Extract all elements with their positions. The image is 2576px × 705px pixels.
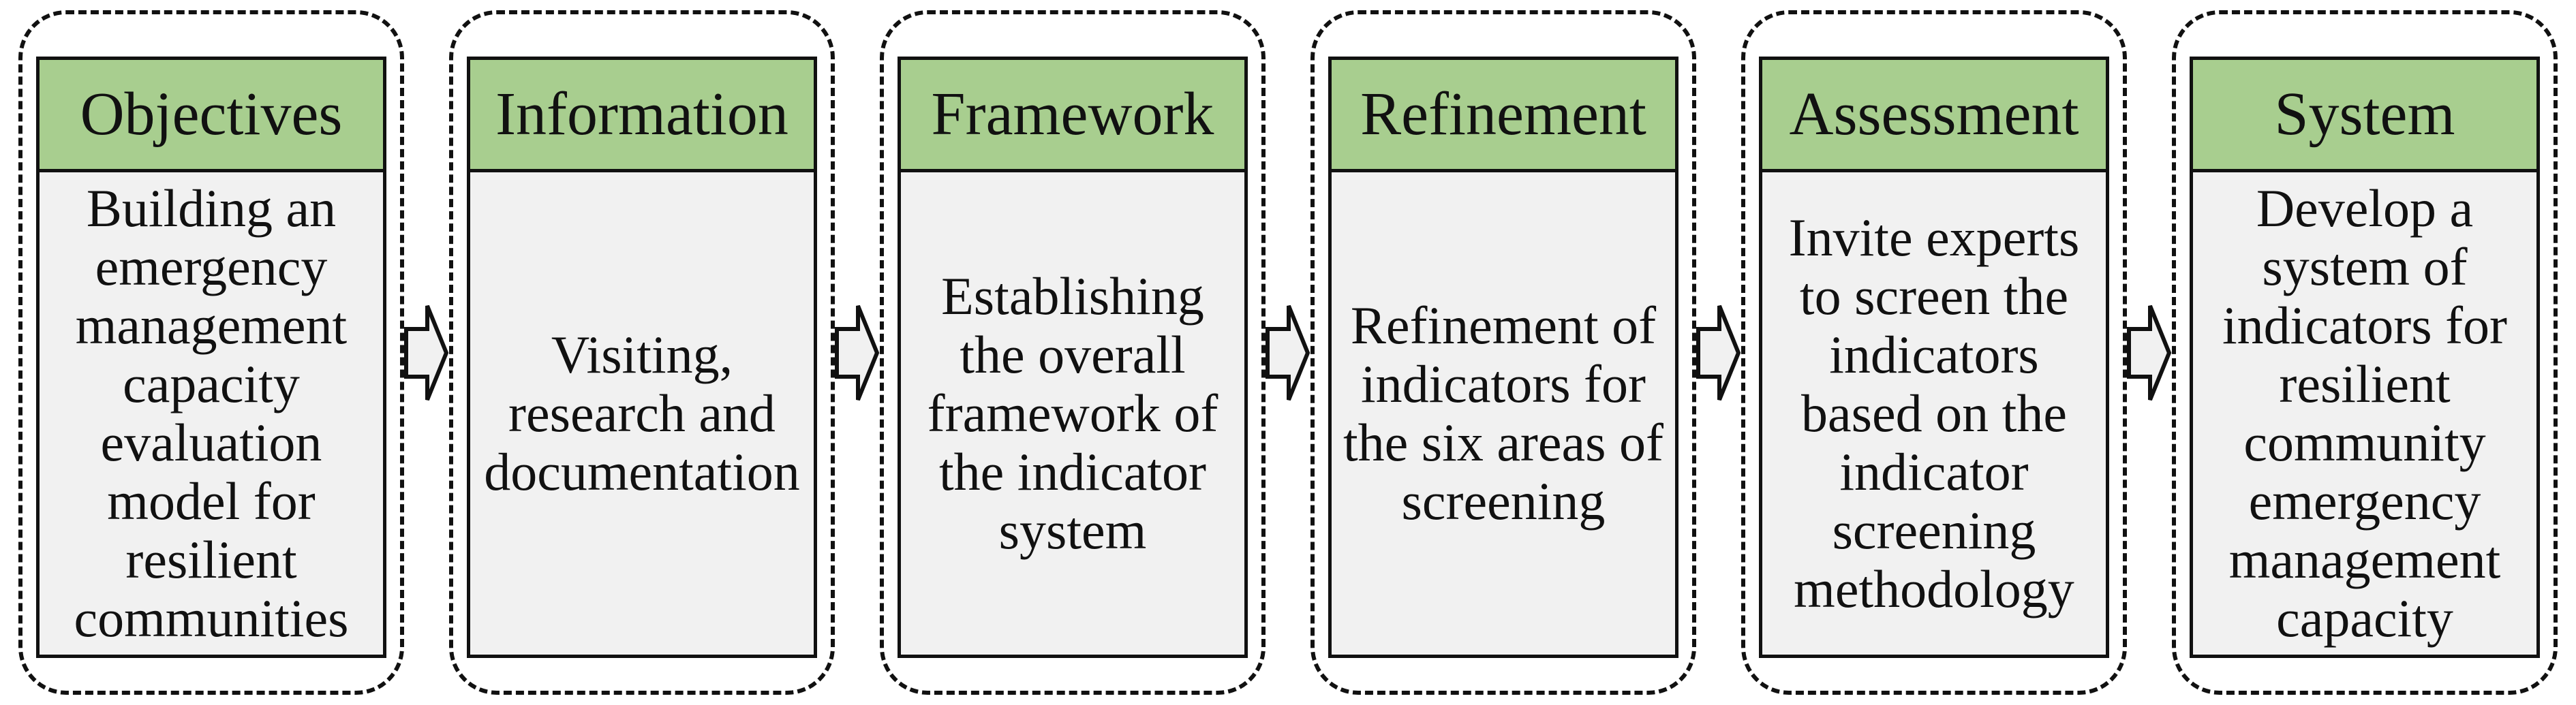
block-arrow-right-icon [835, 304, 880, 401]
stage-body: Establishing the overall framework of th… [901, 172, 1244, 655]
stage-body: Refinement of indicators for the six are… [1332, 172, 1675, 655]
stage-module-objectives: Objectives Building an emergency managem… [18, 10, 404, 695]
block-arrow-right-icon [1266, 304, 1310, 401]
stage-title: Objectives [40, 60, 383, 172]
stage-title: Information [470, 60, 814, 172]
flow-arrow [1696, 302, 1741, 404]
stage-module-information: Information Visiting, research and docum… [449, 10, 835, 695]
block-arrow-right-icon [1696, 304, 1741, 401]
stage-card: System Develop a system of indicators fo… [2190, 57, 2540, 658]
stage-module-system: System Develop a system of indicators fo… [2172, 10, 2558, 695]
stage-module-assessment: Assessment Invite experts to screen the … [1741, 10, 2127, 695]
stage-description: Visiting, research and documentation [484, 325, 800, 501]
stage-card: Refinement Refinement of indicators for … [1328, 57, 1678, 658]
stage-description: Invite experts to screen the indicators … [1788, 208, 2080, 618]
stage-module-refinement: Refinement Refinement of indicators for … [1310, 10, 1696, 695]
stage-description: Establishing the overall framework of th… [927, 266, 1218, 560]
stage-body: Develop a system of indicators for resil… [2193, 172, 2536, 655]
stage-description: Refinement of indicators for the six are… [1343, 296, 1663, 531]
flow-arrow [2127, 302, 2172, 404]
flow-arrow [1266, 302, 1310, 404]
stage-body: Building an emergency management capacit… [40, 172, 383, 655]
stage-title: Assessment [1762, 60, 2106, 172]
stage-card: Objectives Building an emergency managem… [36, 57, 386, 658]
stage-title: Refinement [1332, 60, 1675, 172]
block-arrow-right-icon [2127, 304, 2172, 401]
stage-body: Invite experts to screen the indicators … [1762, 172, 2106, 655]
stage-body: Visiting, research and documentation [470, 172, 814, 655]
flow-arrow [404, 302, 449, 404]
stage-title: Framework [901, 60, 1244, 172]
stage-module-framework: Framework Establishing the overall frame… [880, 10, 1266, 695]
stage-card: Information Visiting, research and docum… [467, 57, 817, 658]
stage-title: System [2193, 60, 2536, 172]
stage-description: Develop a system of indicators for resil… [2222, 178, 2508, 648]
stage-description: Building an emergency management capacit… [74, 178, 349, 648]
stage-card: Assessment Invite experts to screen the … [1759, 57, 2109, 658]
stage-card: Framework Establishing the overall frame… [898, 57, 1248, 658]
block-arrow-right-icon [404, 304, 449, 401]
flow-arrow [835, 302, 880, 404]
